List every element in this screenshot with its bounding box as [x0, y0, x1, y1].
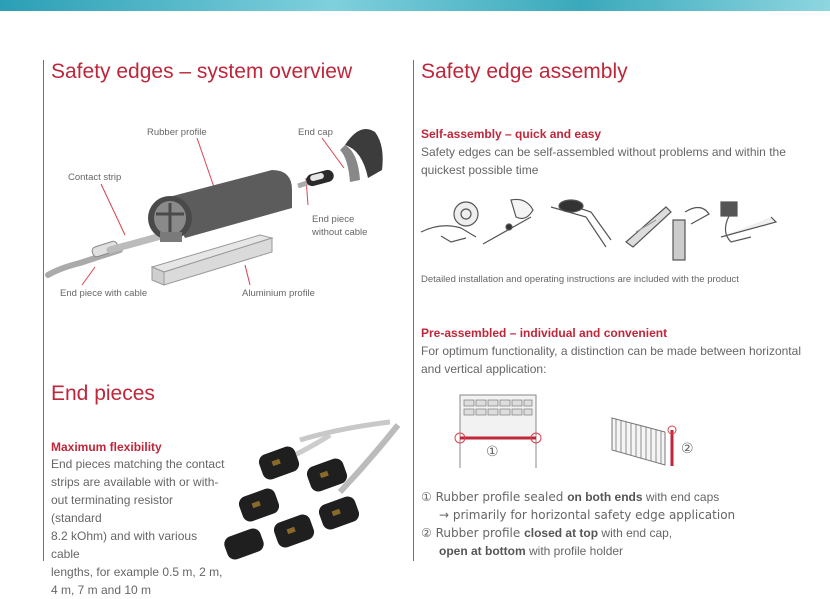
system-overview-illustration: [45, 128, 383, 286]
pre-assembled-heading: Pre-assembled – individual and convenien…: [421, 326, 668, 340]
application-diagram: [454, 394, 677, 468]
self-assembly-heading: Self-assembly – quick and easy: [421, 127, 602, 141]
label-end-piece-no-cable-1: End piece: [312, 214, 355, 225]
label-end-piece-with-cable: End piece with cable: [60, 288, 148, 299]
application-list: ① Rubber profile sealed on both ends wit…: [421, 488, 826, 560]
assembly-steps-illustration: [420, 198, 778, 261]
label-contact-strip: Contact strip: [68, 172, 122, 183]
marker-2: ②: [681, 441, 694, 457]
right-column-rule: [413, 60, 414, 561]
list-item-2-note: open at bottom with profile holder: [439, 544, 624, 558]
max-flex-heading: Maximum flexibility: [51, 440, 162, 454]
header-banner: [0, 0, 830, 11]
overview-title: Safety edges – system overview: [51, 60, 353, 83]
label-end-cap: End cap: [298, 127, 333, 138]
left-column-rule: [43, 60, 44, 561]
end-pieces-title: End pieces: [51, 382, 155, 405]
pre-assembled-text: For optimum functionality, a distinction…: [421, 344, 801, 376]
instructions-note: Detailed installation and operating inst…: [421, 274, 739, 285]
self-assembly-text: Safety edges can be self-assembled witho…: [421, 145, 786, 177]
label-end-piece-no-cable-2: without cable: [312, 227, 368, 238]
list-item-1-note: → primarily for horizontal safety edge a…: [439, 508, 736, 522]
max-flex-text: End pieces matching the contact strips a…: [51, 457, 225, 597]
assembly-title: Safety edge assembly: [421, 60, 628, 83]
list-item-1: ① Rubber profile sealed on both ends wit…: [421, 490, 720, 504]
label-aluminium-profile: Aluminium profile: [242, 288, 315, 299]
list-item-2: ② Rubber profile closed at top with end …: [421, 526, 673, 540]
label-rubber-profile: Rubber profile: [147, 127, 207, 138]
marker-1: ①: [486, 444, 499, 460]
end-pieces-photo: [224, 419, 401, 560]
